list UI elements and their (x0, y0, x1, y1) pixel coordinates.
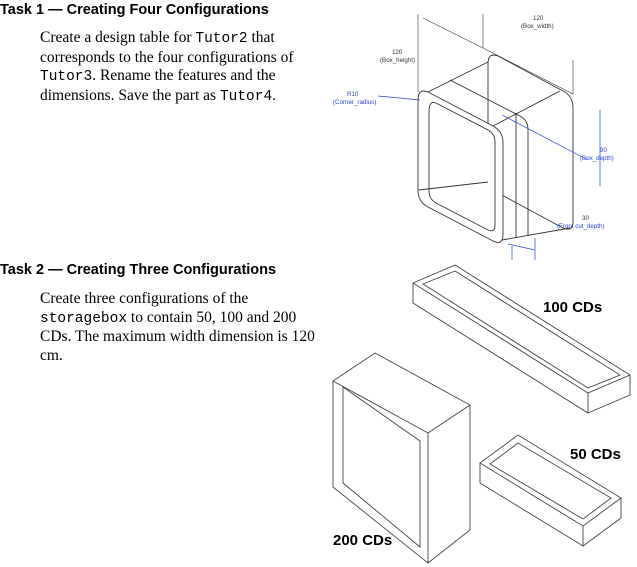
box-height-value: 120 (392, 49, 403, 56)
task2-text-c: to contain 50, 100 and 200 CDs. The maxi… (40, 308, 315, 364)
box-depth-name: (Box_depth) (580, 155, 614, 162)
storagebox-figure (332, 264, 631, 564)
corner-radius-value: R10 (347, 91, 359, 98)
code-tutor3: Tutor3 (40, 69, 93, 85)
label-100-cds: 100 CDs (543, 299, 603, 316)
box-depth-value: 90 (600, 147, 607, 154)
code-storagebox: storagebox (40, 310, 128, 327)
task1-paragraph: Create a design table for Tutor2 that co… (40, 29, 315, 106)
box-width-name: (Box_width) (521, 23, 554, 30)
task1-text-a: Create a design table for (40, 29, 196, 46)
tutor-box-figure: 120 (Box_height) 120 (Box_width) R10 (Co… (333, 14, 614, 260)
code-tutor4: Tutor4 (219, 88, 273, 105)
corner-radius-name: (Corner_radius) (333, 99, 376, 106)
code-tutor2: Tutor2 (195, 31, 248, 47)
label-50-cds: 50 CDs (570, 446, 621, 463)
task1-text-e: . Rename the features and the dimensions… (40, 67, 276, 104)
front-cut-name: (Front cut_depth) (557, 223, 604, 230)
task2-paragraph: Create three configurations of the stora… (40, 290, 325, 365)
front-cut-value: 30 (582, 215, 589, 222)
task2-text-a: Create three configurations of the (40, 290, 249, 307)
box-height-name: (Box_height) (380, 57, 415, 64)
task2-heading: Task 2 — Creating Three Configurations (0, 262, 277, 278)
task1-text-c: that corresponds to the four configurati… (40, 29, 294, 66)
box-width-value: 120 (533, 15, 544, 22)
task1-heading: Task 1 — Creating Four Configurations (0, 2, 269, 18)
label-200-cds: 200 CDs (333, 532, 393, 549)
task1-text-g: . (272, 86, 277, 104)
